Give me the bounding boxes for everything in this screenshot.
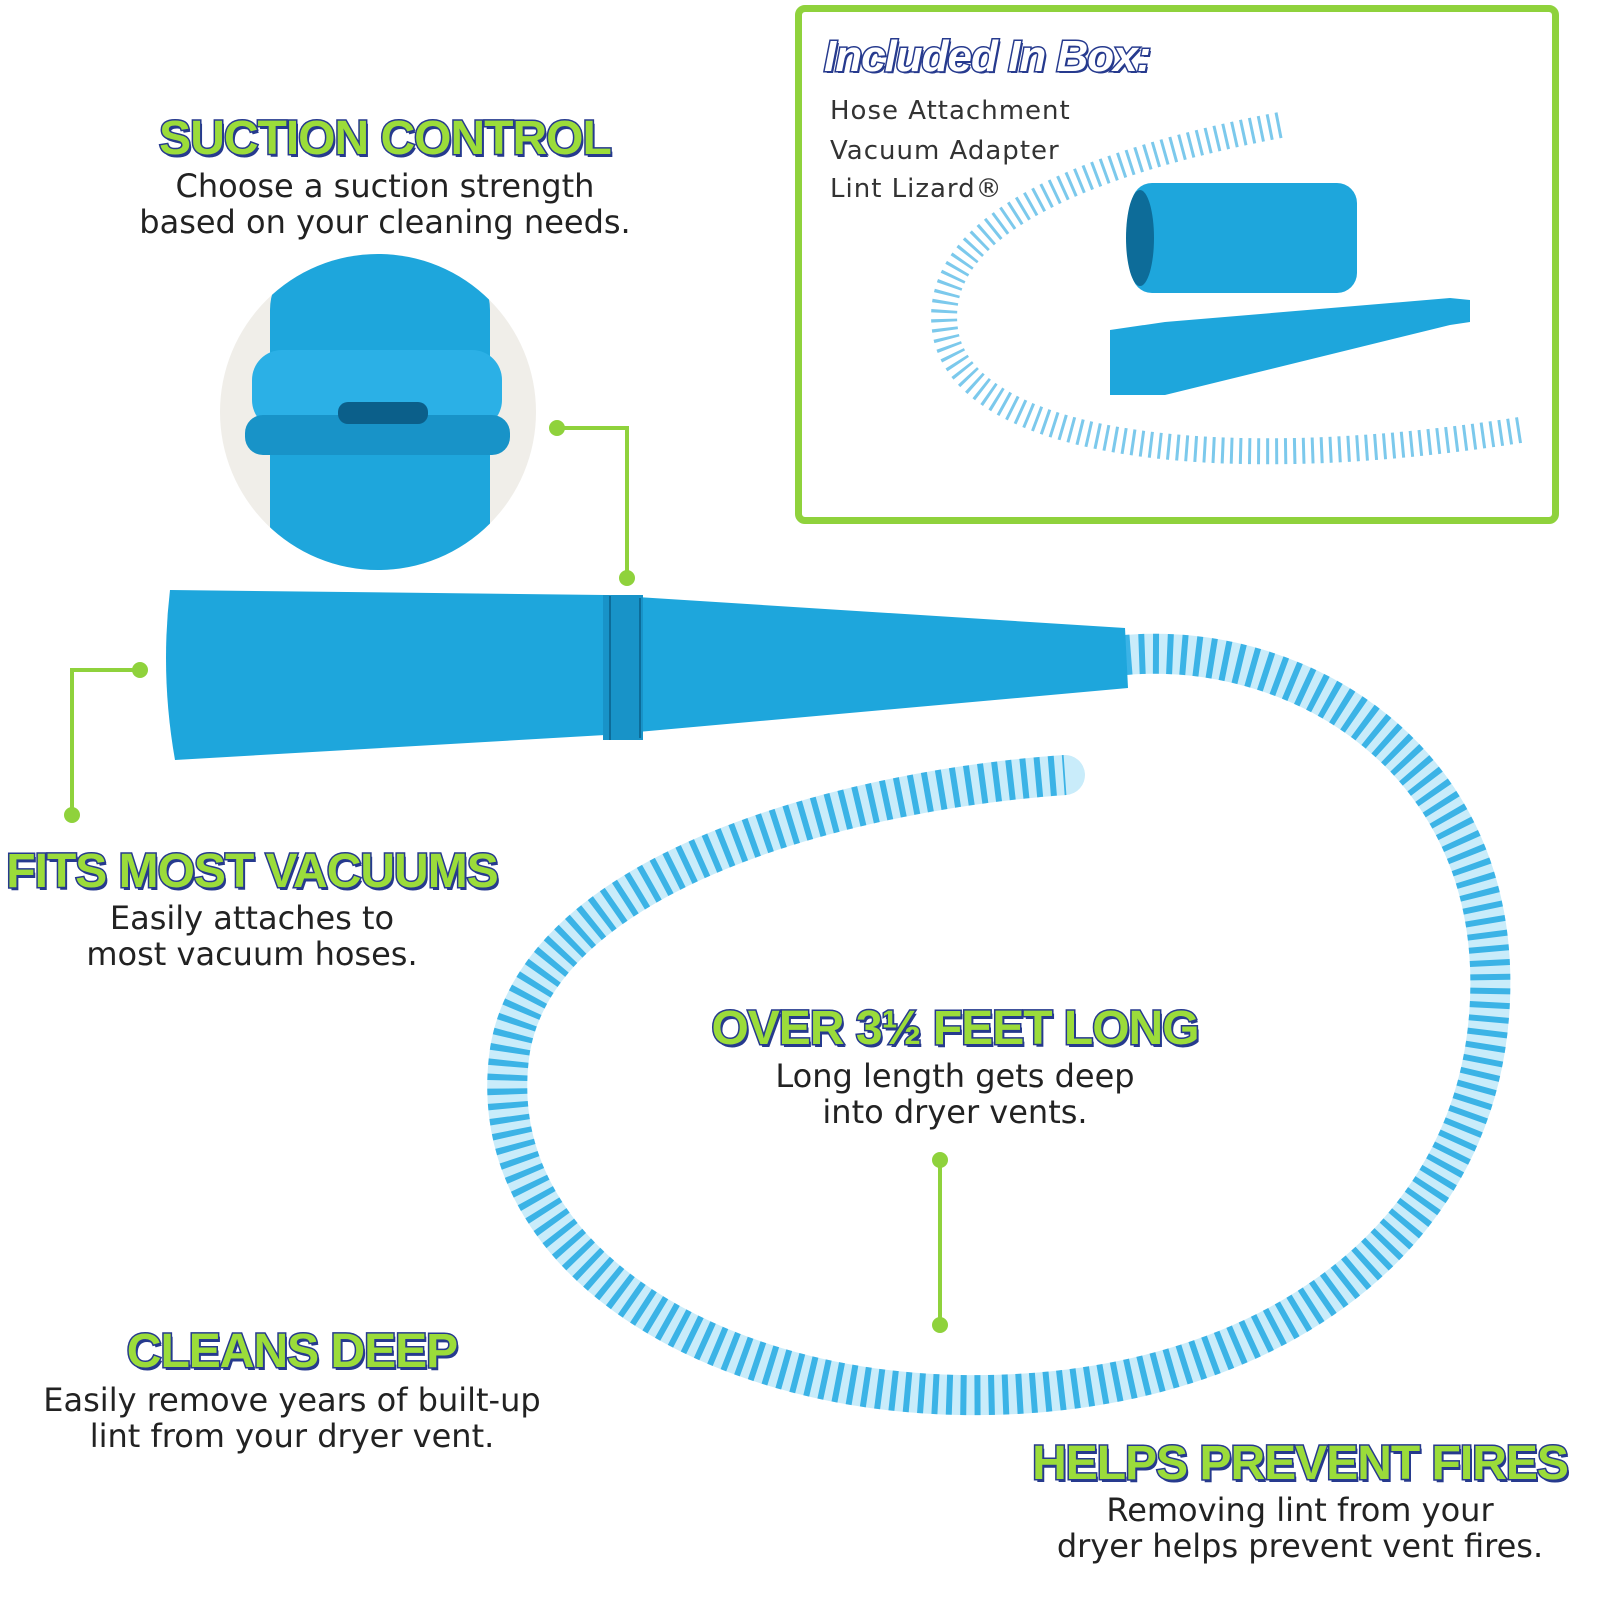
desc-line: based on your cleaning needs. [139, 203, 631, 241]
feature-title-cleans: CLEANS DEEP [125, 1325, 459, 1378]
desc-line: Easily attaches to [109, 899, 395, 937]
desc-line: dryer helps prevent vent fires. [1056, 1527, 1544, 1565]
desc-line: lint from your dryer vent. [89, 1417, 495, 1455]
feature-desc-suction: Choose a suction strength based on your … [139, 168, 630, 240]
feature-desc-length: Long length gets deep into dryer vents. [775, 1058, 1134, 1130]
callout-lines [70, 426, 942, 1325]
desc-line: into dryer vents. [822, 1093, 1088, 1131]
nozzle-attachment [166, 590, 1128, 760]
desc-line: Easily remove years of built-up [43, 1381, 541, 1419]
box-item: Hose Attachment [830, 96, 1071, 126]
included-in-box-panel: Included In Box: Hose Attachment Vacuum … [795, 5, 1559, 524]
vacuum-adapter [1132, 183, 1357, 293]
feature-title-fires: HELPS PREVENT FIRES [1031, 1437, 1571, 1490]
feature-desc-cleans: Easily remove years of built-up lint fro… [43, 1382, 540, 1454]
feature-desc-fires: Removing lint from your dryer helps prev… [1057, 1492, 1543, 1564]
feature-title-suction: SUCTION CONTROL [158, 112, 614, 165]
feature-title-fits: FITS MOST VACUUMS [5, 845, 500, 898]
box-item: Vacuum Adapter [830, 136, 1060, 166]
feature-desc-fits: Easily attaches to most vacuum hoses. [86, 900, 417, 972]
feature-title-length: OVER 3½ FEET LONG [710, 1002, 1201, 1055]
desc-line: Removing lint from your [1106, 1491, 1494, 1529]
hose-attachment [1110, 298, 1470, 395]
box-item: Lint Lizard® [830, 174, 1003, 204]
desc-line: Choose a suction strength [175, 167, 595, 205]
desc-line: most vacuum hoses. [86, 935, 418, 973]
desc-line: Long length gets deep [775, 1057, 1135, 1095]
box-title: Included In Box: [822, 31, 1152, 83]
